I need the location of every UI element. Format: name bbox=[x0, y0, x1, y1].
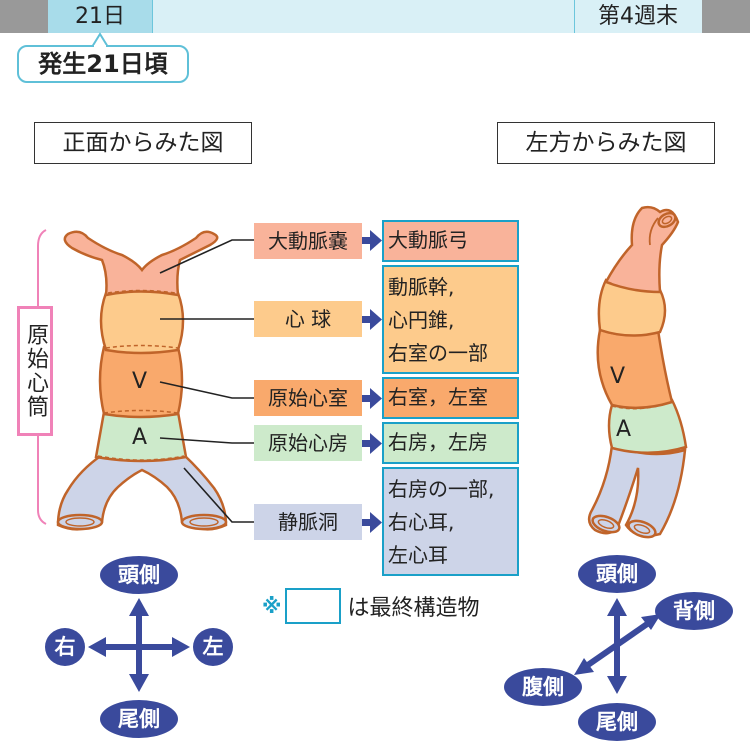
fate-text: 右房，左房 bbox=[388, 430, 488, 454]
fate-text: 右心耳, bbox=[388, 510, 455, 534]
front-heart-tube bbox=[56, 230, 228, 531]
fate-text: 左心耳 bbox=[388, 543, 448, 567]
side-axis-head: 頭側 bbox=[578, 555, 656, 593]
side-axes-arrows bbox=[574, 598, 661, 694]
fate-bulbus-cordis: 動脈幹, 心円錐, 右室の一部 bbox=[382, 265, 519, 374]
left-ventricle bbox=[596, 328, 674, 410]
fate-text: 心円錐, bbox=[388, 308, 455, 332]
front-atrium-marker: A bbox=[132, 425, 147, 450]
legend-text: は最終構造物 bbox=[347, 596, 480, 621]
side-axis-front: 腹側 bbox=[504, 668, 582, 706]
timeline-gray-right bbox=[702, 0, 750, 33]
label-primitive-atrium: 原始心房 bbox=[254, 425, 362, 461]
label-bulbus-cordis: 心 球 bbox=[254, 301, 362, 337]
front-axes-arrows bbox=[88, 598, 190, 692]
leader-lines bbox=[159, 239, 254, 523]
front-axis-right: 右 bbox=[45, 628, 85, 666]
front-sinus-opening-left bbox=[180, 513, 228, 531]
left-heart-tube bbox=[587, 205, 688, 539]
front-sinus-opening-right bbox=[56, 513, 104, 531]
legend-swatch bbox=[285, 588, 342, 624]
front-bulbus-cordis bbox=[99, 289, 185, 355]
left-atrium-marker: A bbox=[616, 417, 631, 442]
front-axis-tail: 尾側 bbox=[100, 700, 178, 738]
primitive-heart-tube-label: 原始心筒 bbox=[17, 306, 53, 436]
left-aortic-sac bbox=[604, 205, 680, 294]
front-ventricle-marker: V bbox=[132, 369, 147, 394]
fate-text: 大動脈弓 bbox=[388, 228, 468, 252]
fate-primitive-atrium: 右房，左房 bbox=[382, 422, 519, 464]
front-view-title: 正面からみた図 bbox=[34, 122, 252, 164]
callout-badge: 発生21日頃 bbox=[17, 45, 189, 83]
left-view-title: 左方からみた図 bbox=[497, 122, 715, 164]
front-boundaries bbox=[97, 289, 185, 461]
timeline-day-label: 21日 bbox=[48, 0, 153, 33]
side-axis-tail: 尾側 bbox=[578, 703, 656, 741]
side-axis-back: 背側 bbox=[655, 592, 733, 630]
left-boundaries bbox=[600, 281, 687, 454]
fate-aortic-sac: 大動脈弓 bbox=[382, 220, 519, 262]
left-ventricle-marker: V bbox=[610, 364, 625, 389]
fate-primitive-ventricle: 右室，左室 bbox=[382, 377, 519, 419]
note-mark: ※ bbox=[262, 594, 282, 618]
timeline-week-label: 第4週末 bbox=[574, 0, 701, 33]
fate-text: 右室の一部 bbox=[388, 341, 488, 365]
fate-sinus-venosus: 右房の一部, 右心耳, 左心耳 bbox=[382, 467, 519, 576]
front-sinus-venosus bbox=[56, 453, 228, 531]
front-axis-head: 頭側 bbox=[100, 556, 178, 594]
fate-text: 右房の一部, bbox=[388, 477, 495, 501]
front-axis-left: 左 bbox=[193, 628, 233, 666]
label-primitive-ventricle: 原始心室 bbox=[254, 380, 362, 416]
label-sinus-venosus: 静脈洞 bbox=[254, 504, 362, 540]
front-aortic-sac bbox=[63, 230, 219, 297]
legend-note: ※ は最終構造物 bbox=[262, 586, 479, 626]
primitive-heart-tube-text: 原始心筒 bbox=[23, 323, 48, 419]
label-aortic-sac: 大動脈嚢 bbox=[254, 223, 362, 259]
timeline-gray-left bbox=[0, 0, 48, 33]
timeline-bar: 21日 第4週末 bbox=[0, 0, 750, 33]
fate-text: 動脈幹, bbox=[388, 275, 455, 299]
fate-text: 右室，左室 bbox=[388, 385, 488, 409]
